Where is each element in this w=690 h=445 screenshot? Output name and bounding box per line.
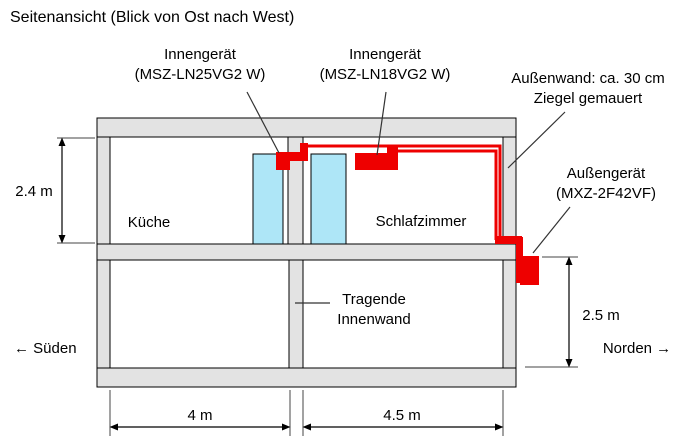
- arrow-down-icon: [565, 359, 573, 368]
- inner-wall-lower: [288, 259, 304, 369]
- room-label-kitchen: Küche: [127, 214, 171, 231]
- callout-line: Außenwand: ca. 30 cm: [511, 70, 665, 87]
- pipe-through-inner-wall: [286, 152, 308, 161]
- callout-outer-wall: Außenwand: ca. 30 cm Ziegel gemauert: [511, 69, 664, 109]
- arrow-up-icon: [58, 137, 66, 146]
- leader-indoor-unit-kitchen: [246, 91, 280, 154]
- pipe-through-outer-wall: [495, 236, 522, 244]
- pipe-riser-bedroom: [387, 146, 398, 155]
- callout-line: Innengerät: [164, 46, 236, 63]
- callout-line: (MXZ-2F42VF): [555, 185, 657, 202]
- callout-line: (MSZ-LN18VG2 W): [319, 66, 451, 83]
- right-outer-wall-upper: [502, 136, 517, 245]
- indoor-unit-bedroom: [355, 153, 398, 170]
- dimension-room-height: [57, 137, 95, 244]
- callout-load-bearing-wall: Tragende Innenwand: [337, 290, 410, 330]
- leader-outer-wall: [507, 111, 566, 169]
- arrow-left-icon: [302, 423, 311, 431]
- bedroom-panel: [310, 153, 347, 245]
- dimension-room-widths: [109, 390, 504, 436]
- left-outer-wall-upper: [96, 136, 111, 245]
- callout-indoor-unit-kitchen: Innengerät (MSZ-LN25VG2 W): [135, 45, 266, 85]
- diagram-title: Seitenansicht (Blick von Ost nach West): [10, 9, 295, 26]
- left-outer-wall-lower: [96, 259, 111, 369]
- dimension-label-kitchen-width: 4 m: [187, 407, 213, 424]
- arrow-up-icon: [565, 256, 573, 265]
- dimension-label-ceiling-height: 2.4 m: [15, 183, 53, 200]
- callout-line: (MSZ-LN25VG2 W): [134, 66, 266, 83]
- callout-line: Tragende: [342, 291, 406, 308]
- pipe-outside-drop: [516, 237, 523, 283]
- callout-line: Innenwand: [337, 311, 411, 328]
- pipe-bedroom-unit: [392, 149, 498, 240]
- compass-north-label: Norden →: [602, 340, 672, 357]
- outdoor-unit: [520, 256, 539, 285]
- right-outer-wall-lower: [502, 259, 517, 369]
- leader-indoor-unit-bedroom: [376, 91, 387, 156]
- leader-outdoor-unit: [532, 206, 571, 254]
- callout-outdoor-unit: Außengerät (MXZ-2F42VF): [556, 164, 656, 204]
- dimension-label-bedroom-width: 4.5 m: [383, 407, 421, 424]
- arrow-right-icon: [495, 423, 504, 431]
- pipe-riser-inner-wall: [300, 143, 308, 161]
- ground-slab: [96, 367, 517, 388]
- roof-slab: [96, 117, 517, 138]
- room-label-bedroom: Schlafzimmer: [375, 213, 467, 230]
- wall-panels: [252, 153, 347, 245]
- arrow-down-icon: [58, 235, 66, 244]
- intermediate-floor-slab: [96, 243, 517, 261]
- refrigerant-system: [276, 143, 539, 285]
- callout-indoor-unit-bedroom: Innengerät (MSZ-LN18VG2 W): [320, 45, 451, 85]
- compass-south-label: ← Süden: [14, 340, 77, 357]
- callout-line: Innengerät: [349, 46, 421, 63]
- arrow-right-icon: [282, 423, 291, 431]
- callout-line: Ziegel gemauert: [533, 90, 643, 107]
- arrow-left-icon: [109, 423, 118, 431]
- dimension-outdoor-height: [525, 256, 578, 368]
- pipe-kitchen-unit: [304, 144, 502, 240]
- leader-lines: [246, 91, 571, 304]
- inner-wall-upper: [287, 136, 304, 245]
- dimension-label-outdoor-height: 2.5 m: [582, 307, 620, 324]
- indoor-unit-kitchen: [276, 152, 290, 170]
- callout-line: Außengerät: [566, 165, 646, 182]
